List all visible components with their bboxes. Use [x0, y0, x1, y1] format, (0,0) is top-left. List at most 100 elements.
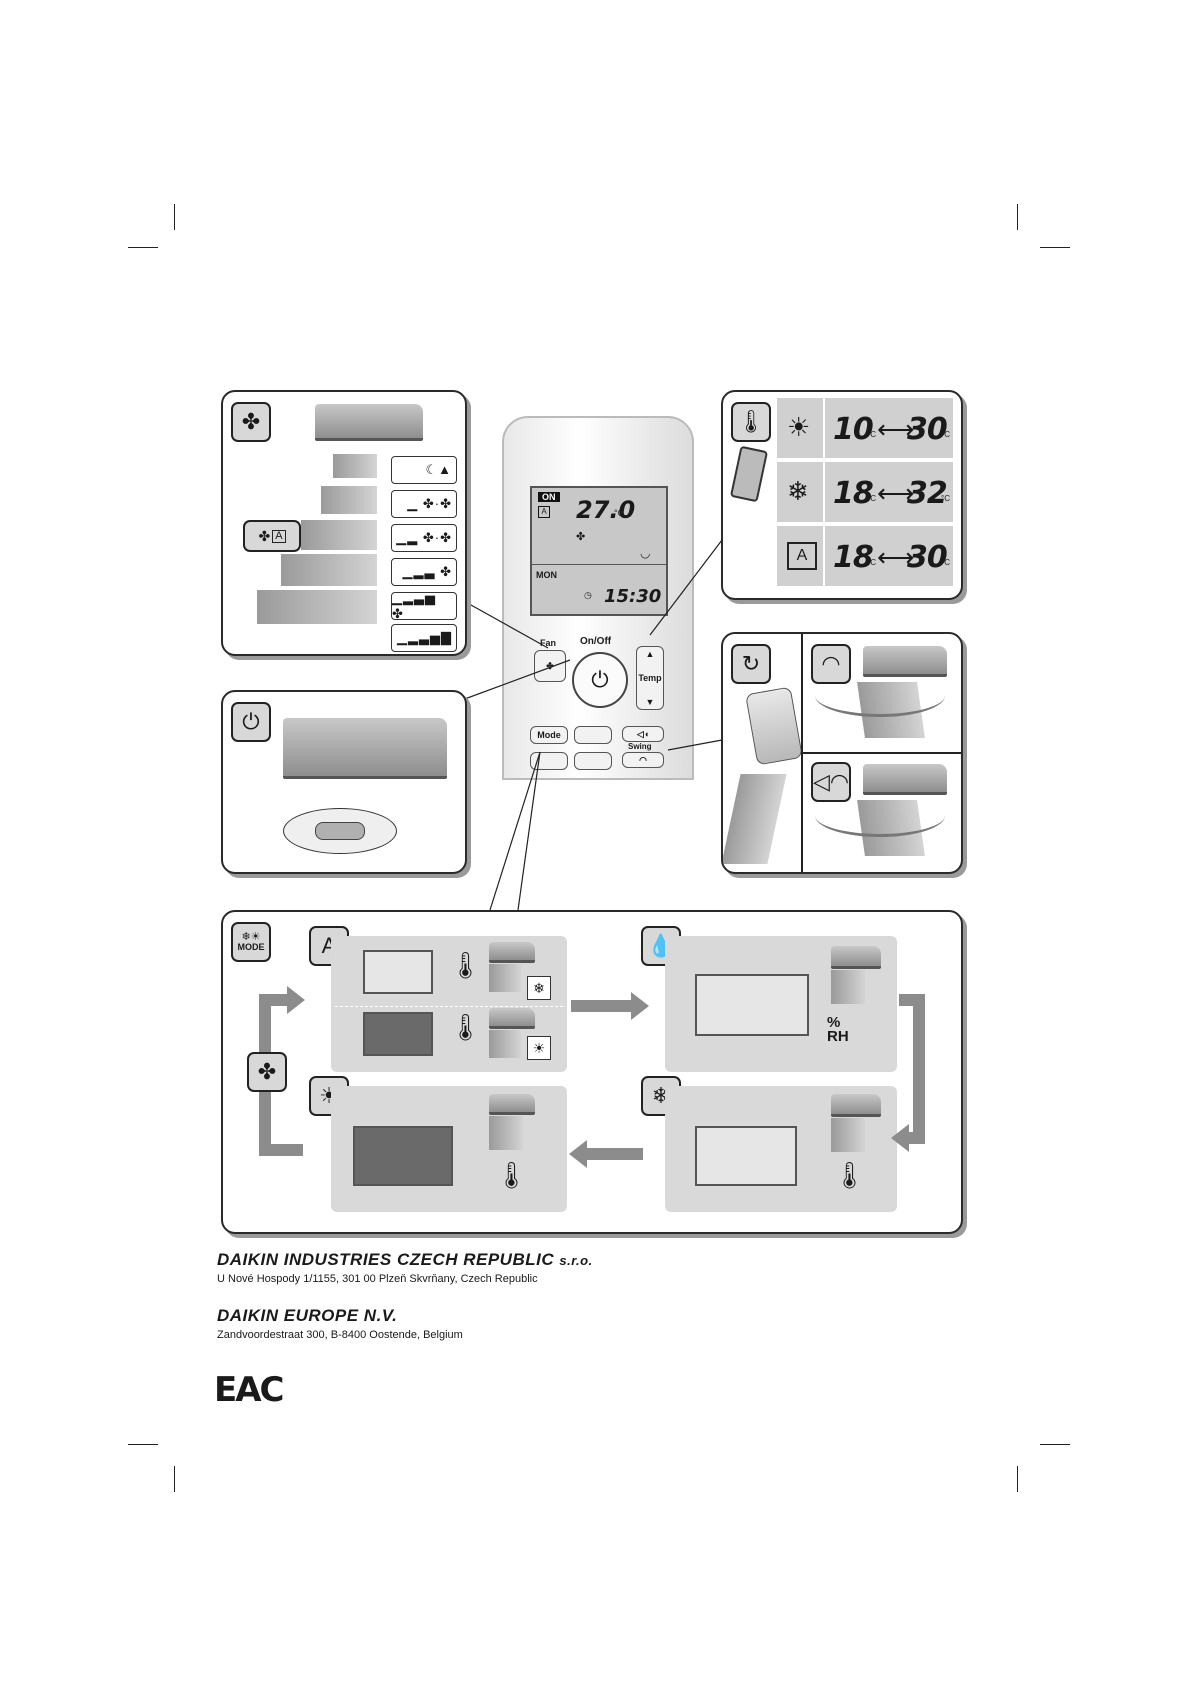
lcd-time: 15:30 — [604, 586, 662, 607]
lcd-temperature: 27.0 — [576, 496, 636, 524]
window-snowy — [353, 1126, 453, 1186]
airflow-wedge — [723, 774, 787, 864]
lcd-temp-unit: °C — [614, 508, 625, 518]
swing-button-label: Swing — [628, 742, 652, 751]
temp-down-icon: ▼ — [645, 697, 655, 707]
fan-icon: ✤ — [231, 402, 271, 442]
blank-button[interactable] — [574, 752, 612, 770]
mode-panel: ❄☀ MODE A 🌡 ❄ 🌡 ☀ 💧 % RH ☀ 🌡 ❄ 🌡 ✤ — [221, 910, 963, 1234]
temp-range-heat-max: 30 — [907, 412, 948, 447]
window-sunny — [363, 950, 433, 994]
fan-speed-row-4: ▁▂▃▅ ✤ — [391, 590, 457, 621]
airflow-wedge — [301, 520, 377, 550]
indoor-unit — [863, 646, 947, 677]
on-off-button[interactable]: ⏻ — [572, 652, 628, 708]
mode-button[interactable]: Mode — [530, 726, 568, 744]
arrow-left-head — [891, 1124, 909, 1152]
crop-mark — [128, 1444, 158, 1445]
fan-level-icon: ▁▂▃ ✤ — [402, 564, 452, 579]
lcd-day: MON — [536, 570, 557, 580]
airflow-wedge — [257, 590, 377, 624]
swing-arc-3d — [815, 794, 945, 837]
fan-button-label: Fan — [540, 638, 557, 648]
silent-mode-row: ☾▲ — [391, 456, 457, 484]
snowflake-icon: ❄ — [787, 476, 809, 506]
blank-button[interactable] — [574, 726, 612, 744]
double-arrow-icon: ⟷ — [877, 542, 915, 572]
crop-mark — [1017, 1466, 1018, 1492]
temp-range-cool-max-unit: °C — [941, 494, 950, 503]
thermostat-remote-icon — [729, 445, 769, 503]
temp-range-row-heat — [777, 398, 953, 458]
lcd-display: ON A 27.0 °C ✤ ◡ MON ◷ 15:30 — [530, 486, 668, 616]
swing-vertical-button[interactable]: ◁◖ — [622, 726, 664, 742]
power-icon: ⏻ — [591, 667, 609, 692]
airflow-wedge — [489, 964, 521, 992]
lcd-on-indicator: ON — [538, 492, 560, 502]
temp-range-heat-max-unit: °C — [941, 430, 950, 439]
arrow-cycle-right-bottom — [907, 1132, 925, 1144]
fan-speed-panel: ✤ ✤A ☾▲ ▁ ✤·✤ ▁▂ ✤·✤ ▁▂▃ ✤ ▁▂▃▅ ✤ ▁▂▃▅▇ — [221, 390, 467, 656]
airflow-wedge — [831, 970, 865, 1004]
humidity-label: % RH — [827, 1014, 849, 1045]
sun-snow-icon: ❄☀ — [241, 931, 261, 943]
snowflake-icon: ❄ — [527, 976, 551, 1000]
fan-level-icon: ▁▂▃▅ ✤ — [392, 590, 436, 621]
crop-mark — [1040, 1444, 1070, 1445]
temp-range-auto-min-unit: °C — [867, 558, 876, 567]
arrow-right-head — [631, 992, 649, 1020]
indoor-unit — [489, 1094, 535, 1115]
sun-icon: ☀ — [527, 1036, 551, 1060]
crop-mark — [1040, 247, 1070, 248]
arrow-cycle-left-top — [259, 994, 289, 1006]
double-arrow-icon: ⟷ — [877, 478, 915, 508]
crop-mark — [1017, 204, 1018, 230]
company-name-1: DAIKIN INDUSTRIES CZECH REPUBLIC s.r.o. — [217, 1250, 593, 1270]
temp-range-auto-min: 18 — [833, 540, 874, 575]
fan-level-icon: ▁▂▃▅▇ — [397, 630, 452, 645]
swing-horizontal-button[interactable]: ◠ — [622, 752, 664, 768]
dotted-divider — [335, 1006, 563, 1007]
mode-button-label: Mode — [537, 730, 561, 740]
fan-auto-icon: ✤A — [243, 520, 301, 552]
company-address-2: Zandvoordestraat 300, B-8400 Oostende, B… — [217, 1329, 463, 1341]
crop-mark — [174, 1466, 175, 1492]
temp-range-cool-min-unit: °C — [867, 494, 876, 503]
arrow-right — [571, 1000, 637, 1012]
arrow-cycle-left-bottom — [259, 1144, 303, 1156]
lcd-divider — [532, 564, 666, 565]
fan-button[interactable]: ✤ — [534, 650, 566, 682]
double-arrow-icon: ⟷ — [877, 414, 915, 444]
swing-panel: ↻ ◠ ◁◠ — [721, 632, 963, 874]
temp-range-cool-max: 32 — [907, 476, 948, 511]
eac-certification-mark: EAC — [214, 1370, 284, 1410]
thermometer-icon: 🌡 — [833, 1160, 867, 1190]
fan-icon: ✤ — [247, 1052, 287, 1092]
temp-range-heat-min-unit: °C — [867, 430, 876, 439]
indoor-unit — [831, 1094, 881, 1117]
temp-range-auto-max-unit: °C — [941, 558, 950, 567]
swing-icon: ↻ — [731, 644, 771, 684]
temp-button-label: Temp — [638, 673, 662, 683]
temp-range-heat-min: 10 — [833, 412, 874, 447]
sun-icon: ☀ — [787, 412, 811, 442]
arrow-left — [587, 1148, 643, 1160]
company-name-1-text: DAIKIN INDUSTRIES CZECH REPUBLIC — [217, 1250, 555, 1269]
fan-level-icon: ▁ ✤·✤ — [407, 496, 452, 511]
temp-range-auto-max: 30 — [907, 540, 948, 575]
arrow-right-head — [287, 986, 305, 1014]
temp-range-row-auto — [777, 526, 953, 586]
range-divider — [823, 398, 825, 586]
temp-button[interactable]: ▲ Temp ▼ — [636, 646, 664, 710]
airflow-wedge — [321, 486, 377, 514]
auto-icon: A — [538, 506, 550, 518]
indoor-unit — [489, 942, 535, 963]
airflow-wedge — [489, 1116, 523, 1150]
company-name-1-suffix: s.r.o. — [559, 1253, 593, 1268]
indoor-unit — [283, 718, 447, 779]
swing-divider-h — [801, 752, 961, 754]
mode-icon: ❄☀ MODE — [231, 922, 271, 962]
fan-icon: ✤ — [546, 660, 554, 671]
blank-button[interactable] — [530, 752, 568, 770]
